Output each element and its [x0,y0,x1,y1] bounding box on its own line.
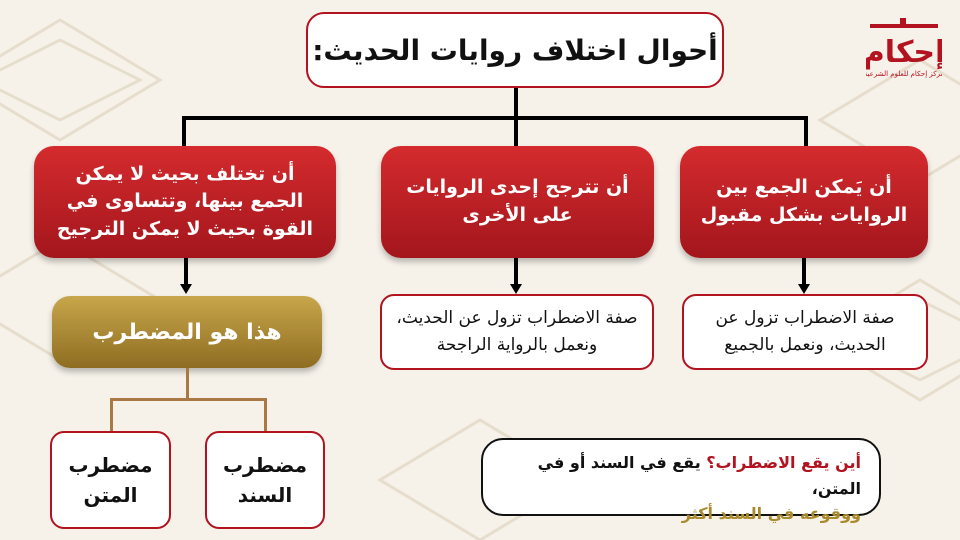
connector [182,116,808,120]
result-reconcile: صفة الاضطراب تزول عن الحديث، ونعمل بالجم… [682,294,928,370]
note-question: أين يقع الاضطراب؟ [706,453,861,472]
logo-subtitle: مركز إحكام للعلوم الشرعية [866,70,942,78]
connector [186,368,189,400]
connector [264,398,267,431]
arrow-down-icon [510,284,522,294]
connector [514,88,518,118]
connector [182,116,186,146]
note-line-1: أين يقع الاضطراب؟ يقع في السند أو في الم… [501,450,861,501]
page-title: أحوال اختلاف روايات الحديث: [306,12,724,88]
note-box: أين يقع الاضطراب؟ يقع في السند أو في الم… [481,438,881,523]
connector [804,116,808,146]
connector [514,116,518,146]
arrow-down-icon [180,284,192,294]
logo: إحكام مركز إحكام للعلوم الشرعية [863,18,945,90]
note-detail: ووقوعه في السند أكثر [681,504,861,524]
mudtarib-label: هذا هو المضطرب [52,296,322,368]
connector [514,258,518,284]
type-matn: مضطرب المتن [50,431,171,529]
type-sanad: مضطرب السند [205,431,325,529]
logo-name: إحكام [866,35,942,70]
branch-preference: أن تترجح إحدى الروايات على الأخرى [381,146,654,258]
connector [110,398,113,431]
connector [110,398,267,401]
logo-mark-icon: إحكام مركز إحكام للعلوم الشرعية [863,18,945,78]
connector [184,258,188,284]
arrow-down-icon [798,284,810,294]
connector [802,258,806,284]
note-answer: يقع في السند أو في المتن، [537,453,861,498]
branch-no-reconcile: أن تختلف بحيث لا يمكن الجمع بينها، وتتسا… [34,146,336,258]
branch-reconcile: أن يَمكن الجمع بين الروايات بشكل مقبول [680,146,928,258]
result-preference: صفة الاضطراب تزول عن الحديث، ونعمل بالرو… [380,294,654,370]
